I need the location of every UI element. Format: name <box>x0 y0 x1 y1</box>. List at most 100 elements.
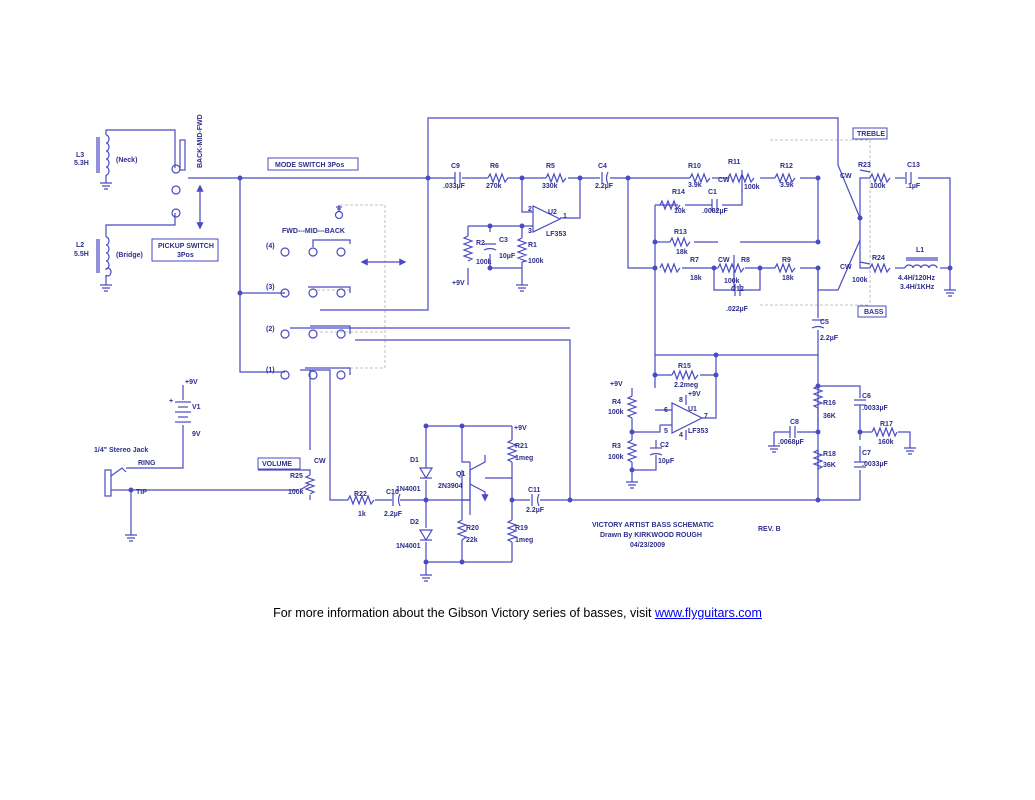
c13-capacitor <box>905 172 912 184</box>
r21-label: R21 <box>515 443 528 450</box>
r1-resistor <box>516 237 529 263</box>
c2-capacitor <box>649 447 663 456</box>
bridge-pickup-inductor <box>96 236 112 292</box>
r4-label: R4 <box>612 399 621 406</box>
r19-label: R19 <box>515 525 528 532</box>
r5-resistor <box>545 172 567 184</box>
c12-value: .022µF <box>726 306 749 313</box>
c5-value: 2.2µF <box>820 335 839 342</box>
r1-label: R1 <box>528 242 537 249</box>
stereo-jack-icon <box>104 467 127 497</box>
c1-capacitor <box>711 199 718 211</box>
r13-resistor <box>669 236 691 248</box>
r8-potentiometer <box>717 255 745 276</box>
treble-label: TREBLE <box>857 131 885 138</box>
c10-capacitor <box>392 493 401 507</box>
r25-potentiometer <box>299 474 316 495</box>
u1-supply: +9V <box>688 391 701 398</box>
c7-label: C7 <box>862 450 871 457</box>
u1-pin4: 4 <box>679 432 683 439</box>
c11-label: C11 <box>528 487 541 494</box>
bass-label: BASS <box>864 309 884 316</box>
r17-value: 160k <box>878 439 894 446</box>
r23-value: 100k <box>870 183 886 190</box>
c9-value: .033µF <box>443 183 466 190</box>
r10-label: R10 <box>688 163 701 170</box>
c7-capacitor <box>854 461 866 468</box>
c10-value: 2.2µF <box>384 511 403 518</box>
switch-position-3: (3) <box>266 284 275 291</box>
c6-label: C6 <box>862 393 871 400</box>
bass-box <box>857 305 887 318</box>
c13-value: .1µF <box>906 183 921 190</box>
r15-label: R15 <box>678 363 691 370</box>
r13-label: R13 <box>674 229 687 236</box>
d1-value: 1N4001 <box>396 486 421 493</box>
pickup-switch-vertical-label: BACK-MID-FWD <box>197 114 204 168</box>
l3-name: (Neck) <box>116 157 137 164</box>
c5-capacitor <box>811 319 825 329</box>
c4-label: C4 <box>598 163 607 170</box>
u1-value: LF353 <box>688 428 708 435</box>
r24-cw-label: CW <box>840 264 852 271</box>
r23-label: R23 <box>858 162 871 169</box>
u2-pin2: 2 <box>528 206 532 213</box>
l2-value: 5.5H <box>74 251 89 258</box>
title-revision: REV. B <box>758 526 781 533</box>
c12-capacitor <box>734 284 741 296</box>
r22-resistor <box>347 494 375 506</box>
r9-value: 18k <box>782 275 794 282</box>
r8-cw-label: CW <box>718 257 730 264</box>
c3-capacitor <box>483 243 497 251</box>
battery-supply-label: +9V <box>185 379 198 386</box>
r23-potentiometer <box>859 169 891 184</box>
r7-label: R7 <box>690 257 699 264</box>
u1-pin5: 5 <box>664 428 668 435</box>
d1-label: D1 <box>410 457 419 464</box>
r11-label: R11 <box>728 159 741 166</box>
switch-linkage-lines <box>313 139 871 369</box>
c3-value: 10µF <box>499 253 516 260</box>
c7-value: .0033µF <box>862 461 889 468</box>
r6-value: 270k <box>486 183 502 190</box>
d2-label: D2 <box>410 519 419 526</box>
r22-value: 1k <box>358 511 366 518</box>
jack-tip-label: TIP <box>136 489 147 496</box>
flyguitars-link[interactable]: www.flyguitars.com <box>654 606 762 620</box>
r8-label: R8 <box>741 257 750 264</box>
volume-box <box>257 457 301 470</box>
c8-label: C8 <box>790 419 799 426</box>
mode-switch-contacts <box>280 205 407 380</box>
junction-dots <box>128 175 953 565</box>
r19-resistor <box>506 519 518 543</box>
r4-resistor <box>626 395 638 419</box>
c1-value: .0082µF <box>702 208 729 215</box>
c2-label: C2 <box>660 442 669 449</box>
c4-capacitor <box>601 171 609 185</box>
r25-cw-label: CW <box>314 458 326 465</box>
r2-supply: +9V <box>452 280 465 287</box>
r12-label: R12 <box>780 163 793 170</box>
r12-resistor <box>774 172 796 184</box>
r11-cw-label: CW <box>718 177 730 184</box>
r11-value: 100k <box>744 184 760 191</box>
r10-resistor <box>689 172 711 184</box>
treble-box <box>852 127 888 140</box>
r17-ground-icon <box>904 447 916 455</box>
u1-label: U1 <box>688 406 697 413</box>
c5-label: C5 <box>820 319 829 326</box>
c1-label: C1 <box>708 189 717 196</box>
r3-value: 100k <box>608 454 624 461</box>
mode-switch-label: MODE SWITCH 3Pos <box>275 162 344 169</box>
c9-label: C9 <box>451 163 460 170</box>
r17-resistor <box>871 426 898 438</box>
c9-capacitor <box>454 172 461 184</box>
c11-value: 2.2µF <box>526 507 545 514</box>
footer-note: For more information about the Gibson Vi… <box>0 606 1035 620</box>
r6-resistor <box>487 172 509 184</box>
r20-value: 22k <box>466 537 478 544</box>
q1-value: 2N3904 <box>438 483 463 490</box>
volume-label: VOLUME <box>262 461 292 468</box>
r4-supply: +9V <box>610 381 623 388</box>
u2-value: LF353 <box>546 231 566 238</box>
